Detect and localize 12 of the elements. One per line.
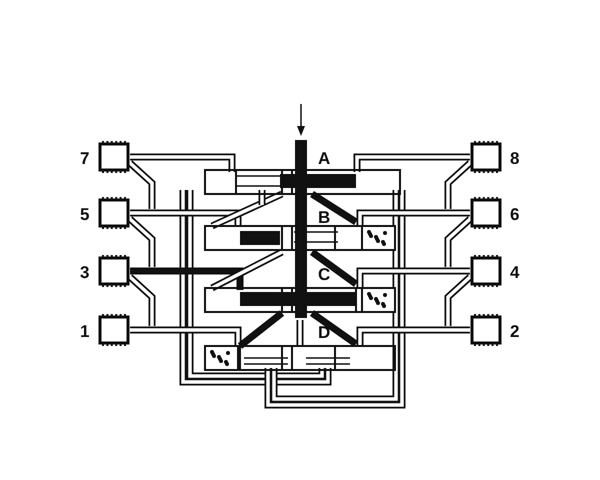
port-number: 6 xyxy=(510,206,520,223)
port-number: 3 xyxy=(80,264,90,281)
valve-letter: C xyxy=(318,266,330,283)
valve-letter: A xyxy=(318,150,330,167)
valve-letter: B xyxy=(318,209,330,226)
port-number: 7 xyxy=(80,150,90,167)
port-number: 2 xyxy=(510,323,520,340)
port-number: 4 xyxy=(510,264,520,281)
port-number: 5 xyxy=(80,206,90,223)
port-number: 1 xyxy=(80,323,90,340)
valve-letter: D xyxy=(318,324,330,341)
port-number: 8 xyxy=(510,150,520,167)
